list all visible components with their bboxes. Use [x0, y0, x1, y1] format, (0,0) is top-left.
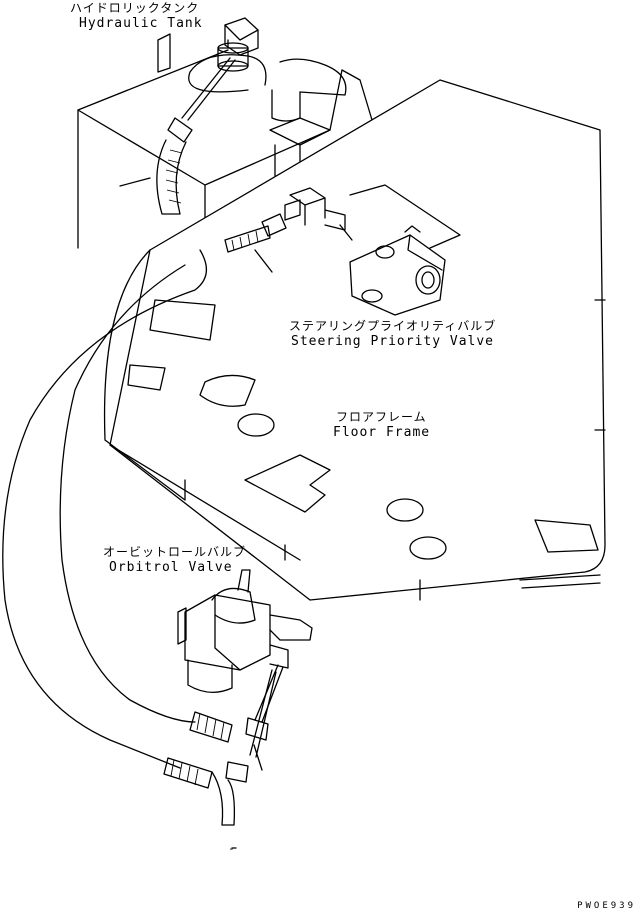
- steering-priority-valve-label: ステアリングプライオリティバルブ Steering Priority Valve: [289, 320, 496, 348]
- priority-hose-fitting: [224, 213, 287, 273]
- floor-frame-label-en: Floor Frame: [333, 425, 431, 440]
- floor-frame-label: フロアフレーム Floor Frame: [333, 410, 431, 440]
- floor-frame: [103, 79, 606, 601]
- long-hoses: [2, 249, 207, 769]
- orbitrol-valve: [177, 569, 313, 693]
- hydraulic-tank-label-ja: ハイドロリックタンク: [70, 1, 200, 15]
- tank-hose: [119, 57, 236, 215]
- steering-priority-valve-label-ja: ステアリングプライオリティバルブ: [289, 319, 497, 333]
- orbitrol-valve-label: オービットロールバルブ Orbitrol Valve: [103, 546, 246, 574]
- leader-mark: -: [228, 842, 235, 855]
- orbitrol-valve-label-en: Orbitrol Valve: [109, 560, 233, 575]
- drawing-code: PWOE939: [577, 901, 636, 911]
- floor-frame-label-ja: フロアフレーム: [336, 410, 427, 424]
- steering-priority-valve-label-en: Steering Priority Valve: [291, 334, 495, 349]
- hydraulic-tank-label: ハイドロリックタンク Hydraulic Tank: [70, 2, 203, 30]
- steering-priority-valve: [349, 184, 461, 316]
- hydraulic-tank-label-en: Hydraulic Tank: [79, 16, 203, 31]
- orbitrol-valve-label-ja: オービットロールバルブ: [103, 545, 247, 559]
- tee-fitting: [284, 187, 353, 241]
- tank-fitting: [217, 17, 259, 72]
- orbitrol-pipes: [163, 664, 284, 849]
